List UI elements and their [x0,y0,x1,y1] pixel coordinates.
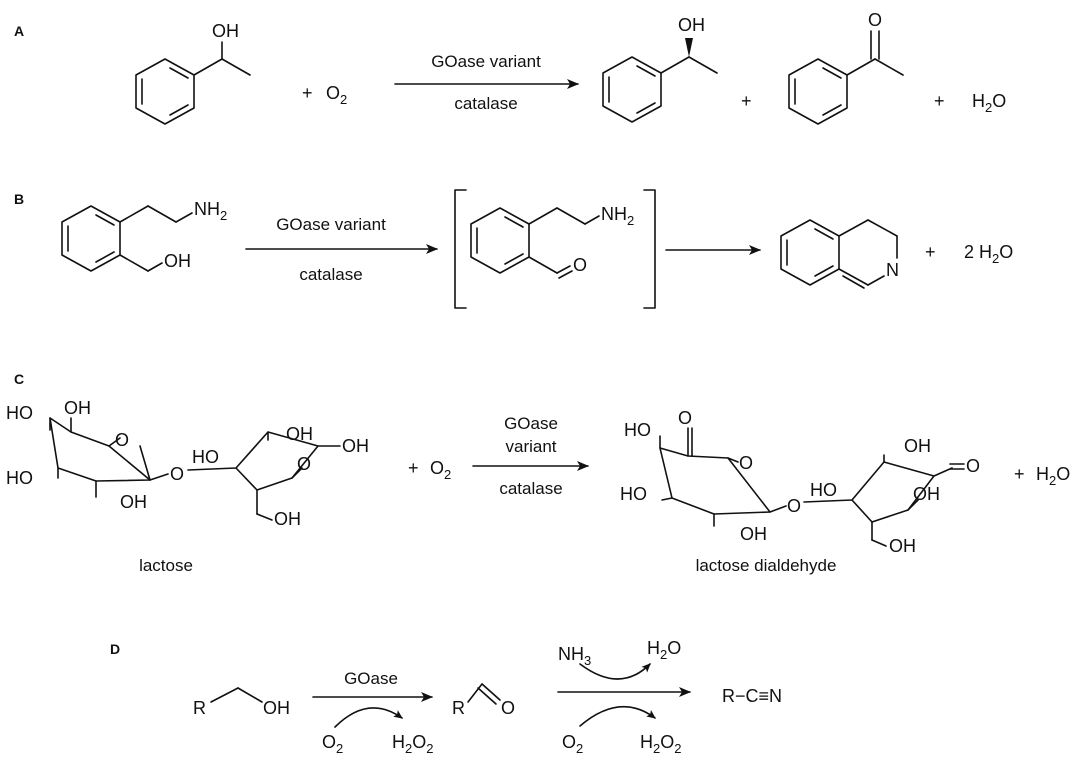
condition-enzyme: GOase variant [276,215,386,234]
ammonia-curved-arrow [579,663,651,680]
carbonyl-oxygen-label: O [868,10,882,30]
right-bracket [643,189,656,309]
aldehyde-structure: R O [452,683,515,718]
oxygen-curved-arrow [579,706,656,727]
glycosidic-oxygen-label: O [787,496,801,516]
benzene-ring [470,207,530,274]
hydroxyl-label: OH [212,21,239,41]
r-group-label: R [193,698,206,718]
galactose-ring [49,417,151,482]
cofactor-curved-arrow [334,707,403,728]
plus-sign: + [741,91,752,111]
plus-sign: + [934,91,945,111]
hydroxyl-label: OH [286,424,313,444]
aldehyde-oxygen-label: O [966,456,980,476]
hydroxyl-label: HO [620,484,647,504]
condition-catalase: catalase [499,479,562,498]
hydrogen-peroxide-label: H2O2 [392,732,433,756]
oxygen-label: O2 [326,83,347,107]
r-group-label: R [452,698,465,718]
dihydroisoquinoline-structure: N [780,219,899,289]
amino-alcohol-structure: NH2 OH [61,199,227,272]
benzene-ring [61,205,121,272]
hydroxyl-label: HO [624,420,651,440]
hydroxyl-label: OH [740,524,767,544]
ring-oxygen-label: O [297,454,311,474]
water-label: H2O [972,91,1006,115]
amino-aldehyde-intermediate: NH2 O [470,204,634,279]
condition-enzyme: GOase [344,669,398,688]
oxygen-label: O2 [430,458,451,482]
left-bracket [454,189,467,309]
aldehyde-oxygen-label: O [678,408,692,428]
carbonyl-oxygen-label: O [501,698,515,718]
hydroxyl-label: HO [192,447,219,467]
hydroxyl-label: OH [120,492,147,512]
lactose-dialdehyde-caption: lactose dialdehyde [696,556,837,575]
wedge-bond [685,38,693,57]
hydroxyl-label: OH [904,436,931,456]
oxygen-label: O2 [322,732,343,756]
galactose-ring [659,447,771,515]
hydroxyl-label: HO [6,468,33,488]
condition-enzyme: GOase variant [431,52,541,71]
hydrogen-peroxide-label: H2O2 [640,732,681,756]
glycosidic-oxygen-label: O [170,464,184,484]
hydroxyl-label: OH [342,436,369,456]
hydroxyl-label: OH [263,698,290,718]
water-label: 2 H2O [964,242,1013,266]
condition-variant: variant [505,437,556,456]
amine-label: NH2 [601,204,634,228]
acetophenone-structure: O [788,10,904,125]
panel-b: B NH2 OH GOase variant catalase [14,189,1013,309]
panel-d: D R OH GOase O2 H2O2 R O NH3 H2O O2 H2O2… [110,638,782,756]
chiral-alcohol-structure: OH [602,15,718,123]
ring-oxygen-label: O [739,453,753,473]
water-label: H2O [647,638,681,662]
ring-oxygen-label: O [115,430,129,450]
panel-label-c: C [14,371,24,387]
ammonia-label: NH3 [558,644,591,668]
imine-nitrogen-label: N [886,260,899,280]
plus-sign: + [408,458,419,478]
plus-sign: + [302,83,313,103]
carbonyl-oxygen-label: O [573,255,587,275]
condition-enzyme: GOase [504,414,558,433]
hydroxyl-label: OH [889,536,916,556]
hydroxyl-label: OH [164,251,191,271]
hydroxyl-label: OH [64,398,91,418]
water-label: H2O [1036,464,1070,488]
nitrile-label: R−C≡N [722,686,782,706]
panel-label-d: D [110,641,120,657]
panel-label-a: A [14,23,24,39]
benzene-ring [135,58,195,125]
lactose-caption: lactose [139,556,193,575]
condition-catalase: catalase [454,94,517,113]
panel-label-b: B [14,191,24,207]
hydroxyl-label: HO [810,480,837,500]
benzene-ring [602,56,662,123]
panel-a: A OH + O2 GOase variant catalase OH [14,10,1006,125]
hydroxyl-label: HO [6,403,33,423]
hydroxyl-label: OH [913,484,940,504]
plus-sign: + [925,242,936,262]
condition-catalase: catalase [299,265,362,284]
hydroxyl-label: OH [678,15,705,35]
benzene-ring [788,58,848,125]
phenylethanol-structure: OH [135,21,251,125]
amine-label: NH2 [194,199,227,223]
lactose-structure: HO OH O HO OH O HO OH OH O OH [6,398,369,529]
hydroxyl-label: OH [274,509,301,529]
oxygen-label: O2 [562,732,583,756]
primary-alcohol-structure: R OH [193,687,290,718]
plus-sign: + [1014,464,1025,484]
panel-c: C HO OH O HO OH O HO OH [6,371,1070,575]
benzene-ring [780,219,840,286]
lactose-dialdehyde-structure: HO O O HO OH O HO OH O OH OH [620,408,980,556]
